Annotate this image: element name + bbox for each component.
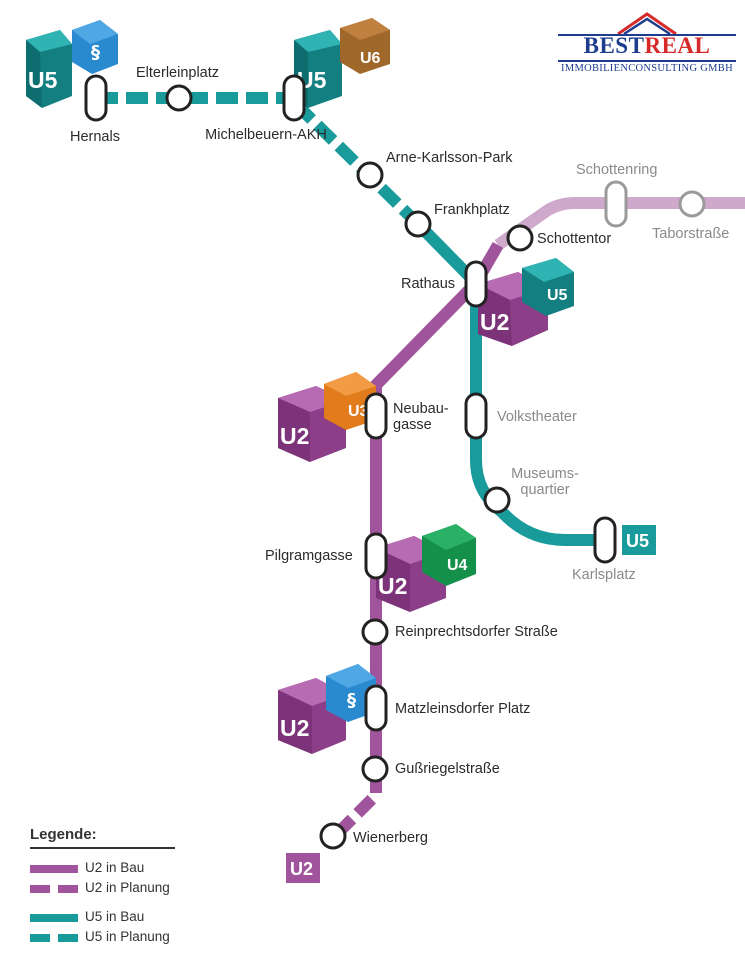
s-bahn-cube-hernals: § bbox=[72, 20, 118, 74]
legend-label: U2 in Bau bbox=[85, 860, 145, 875]
label-museumsquartier: Museums-quartier bbox=[511, 466, 579, 498]
station-matzleinsdorfer-marker bbox=[364, 684, 388, 732]
label-gussriegelstrasse: Gußriegelstraße bbox=[395, 761, 500, 777]
label-schottentor: Schottentor bbox=[537, 231, 612, 247]
label-hernals: Hernals bbox=[70, 129, 120, 145]
u6-badge: U6 bbox=[360, 50, 381, 67]
label-matzleinsdorfer: Matzleinsdorfer Platz bbox=[395, 701, 531, 717]
legend-item-u5-planung: U5 in Planung bbox=[30, 929, 230, 945]
u5-cube-rathaus: U5 bbox=[522, 258, 574, 316]
label-arne: Arne-Karlsson-Park bbox=[386, 150, 513, 166]
label-volkstheater: Volkstheater bbox=[497, 409, 577, 425]
logo-name-part2: REAL bbox=[644, 33, 711, 58]
u3-cube-neubaugasse: U3 bbox=[324, 372, 376, 430]
label-pilgramgasse: Pilgramgasse bbox=[265, 548, 353, 564]
u5-badge-hernals: U5 bbox=[28, 67, 58, 93]
label-schottenring: Schottenring bbox=[576, 162, 658, 178]
s-bahn-icon: § bbox=[91, 42, 100, 63]
label-elterleinplatz: Elterleinplatz bbox=[136, 65, 220, 81]
logo-wordmark: BESTREAL bbox=[556, 34, 738, 58]
u5-badge-rathaus: U5 bbox=[547, 287, 568, 304]
legend-item-u5-bau: U5 in Bau bbox=[30, 909, 230, 925]
bestreal-logo: BESTREAL IMMOBILIENCONSULTING GMBH bbox=[556, 8, 738, 80]
station-michelbeuern-marker bbox=[282, 74, 306, 122]
station-volkstheater-marker bbox=[464, 392, 488, 440]
legend-label: U5 in Planung bbox=[85, 929, 170, 944]
station-frankhplatz-marker bbox=[404, 210, 432, 238]
u3-badge: U3 bbox=[348, 403, 369, 420]
station-taborstrasse-marker bbox=[678, 190, 706, 218]
station-gussriegelstrasse-marker bbox=[361, 755, 389, 783]
legend-item-u2-bau: U2 in Bau bbox=[30, 860, 230, 876]
station-pilgramgasse-marker bbox=[364, 532, 388, 580]
logo-name-part1: BEST bbox=[583, 33, 645, 58]
s-bahn-cube-matzleinsdorfer: § bbox=[326, 664, 376, 722]
station-arne-marker bbox=[356, 161, 384, 189]
legend-label: U5 in Bau bbox=[85, 909, 145, 924]
u5-cube-hernals: U5 bbox=[26, 30, 72, 108]
station-museumsquartier-marker bbox=[483, 486, 511, 514]
logo-subtitle: IMMOBILIENCONSULTING GMBH bbox=[561, 63, 733, 74]
svg-text:U5: U5 bbox=[626, 531, 649, 551]
u2-badge-neubaugasse: U2 bbox=[280, 423, 309, 449]
station-wienerberg-marker bbox=[319, 822, 347, 850]
station-elterleinplatz-marker bbox=[165, 84, 193, 112]
label-taborstrasse: Taborstraße bbox=[652, 226, 730, 242]
label-rathaus: Rathaus bbox=[401, 276, 456, 292]
label-neubaugasse: Neubau-gasse bbox=[393, 401, 449, 433]
station-hernals-marker bbox=[84, 74, 108, 122]
legend-swatch-u2-dashed bbox=[30, 885, 78, 893]
house-roof-icon bbox=[558, 12, 736, 36]
station-schottenring-marker bbox=[604, 180, 628, 228]
label-reinprechtsdorfer: Reinprechtsdorfer Straße bbox=[395, 624, 558, 640]
station-schottentor-marker bbox=[506, 224, 534, 252]
s-bahn-icon: § bbox=[347, 690, 356, 711]
u4-badge: U4 bbox=[447, 557, 468, 574]
label-frankhplatz: Frankhplatz bbox=[434, 202, 510, 218]
station-neubaugasse-marker bbox=[364, 392, 388, 440]
label-karlsplatz: Karlsplatz bbox=[572, 567, 636, 583]
u6-cube-michelbeuern: U6 bbox=[340, 18, 390, 74]
legend-swatch-u2-solid bbox=[30, 865, 78, 873]
station-karlsplatz-marker bbox=[593, 516, 617, 564]
label-michelbeuern: Michelbeuern-AKH bbox=[205, 127, 327, 143]
legend-swatch-u5-solid bbox=[30, 914, 78, 922]
legend-title: Legende: bbox=[30, 826, 175, 849]
u2-badge-pilgramgasse: U2 bbox=[378, 573, 407, 599]
station-rathaus-marker bbox=[464, 260, 488, 308]
svg-text:U2: U2 bbox=[290, 859, 313, 879]
u2-badge-wienerberg: U2 bbox=[286, 853, 320, 883]
legend-label: U2 in Planung bbox=[85, 880, 170, 895]
u2-existing-line bbox=[494, 197, 745, 250]
legend-swatch-u5-dashed bbox=[30, 934, 78, 942]
u2-badge-matzleinsdorfer: U2 bbox=[280, 715, 309, 741]
u2-badge-rathaus: U2 bbox=[480, 309, 509, 335]
legend: Legende: U2 in Bau U2 in Planung U5 in B… bbox=[30, 826, 180, 944]
u4-cube-pilgramgasse: U4 bbox=[422, 524, 476, 586]
legend-item-u2-planung: U2 in Planung bbox=[30, 880, 230, 896]
u5-badge-karlsplatz: U5 bbox=[622, 525, 656, 555]
label-wienerberg: Wienerberg bbox=[353, 830, 428, 846]
station-reinprechtsdorfer-marker bbox=[361, 618, 389, 646]
